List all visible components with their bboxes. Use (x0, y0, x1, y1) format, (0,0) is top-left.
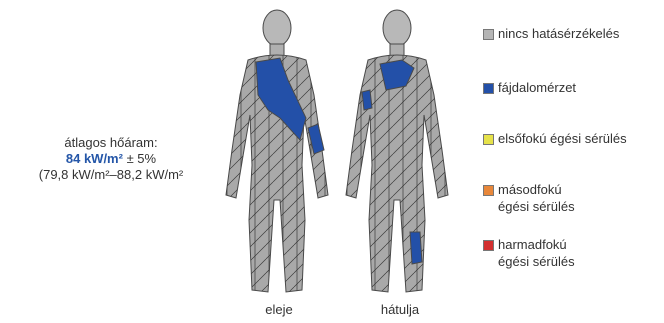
legend-label-pain: fájdalomérzet (498, 79, 576, 96)
legend-label-no-effect: nincs hatásérzékelés (498, 25, 619, 42)
heat-flux-tolerance: ± 5% (123, 151, 156, 166)
heat-flux-summary: átlagos hőáram: 84 kW/m² ± 5% (79,8 kW/m… (0, 135, 222, 183)
heat-flux-value-line: 84 kW/m² ± 5% (0, 151, 222, 167)
legend-label-second-degree-2: égési sérülés (498, 198, 575, 215)
legend-swatch-gray (483, 29, 494, 40)
heat-flux-range: (79,8 kW/m²–88,2 kW/m² (0, 167, 222, 183)
heat-flux-label: átlagos hőáram: (0, 135, 222, 151)
legend-swatch-orange (483, 185, 494, 196)
legend-label-second-degree-1: másodfokú (498, 181, 562, 198)
back-arm-pain-area (362, 90, 372, 110)
front-caption: eleje (234, 302, 324, 317)
back-body (346, 10, 448, 292)
heat-flux-value: 84 kW/m² (66, 151, 123, 166)
legend-swatch-yellow (483, 134, 494, 145)
body-figures: eleje hátulja (210, 0, 470, 323)
back-calf-pain-area (410, 232, 422, 264)
front-body (226, 10, 328, 292)
legend-label-third-degree-1: harmadfokú (498, 236, 567, 253)
body-diagram (210, 0, 470, 300)
legend-swatch-red (483, 240, 494, 251)
legend-label-first-degree: elsőfokú égési sérülés (498, 130, 627, 147)
legend-label-third-degree-2: égési sérülés (498, 253, 575, 270)
back-caption: hátulja (355, 302, 445, 317)
legend-swatch-blue (483, 83, 494, 94)
